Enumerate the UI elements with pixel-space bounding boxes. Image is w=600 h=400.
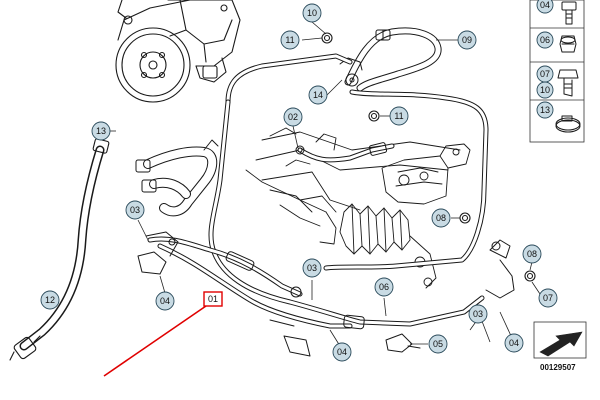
lower-hose-fittings	[225, 239, 515, 330]
arrow-icon	[539, 331, 583, 357]
hose-09	[344, 27, 442, 92]
callout-07[interactable]: 07	[538, 288, 558, 308]
legend-callout-13[interactable]: 13	[536, 101, 554, 119]
callout-label: 13	[96, 126, 106, 136]
callout-13[interactable]: 13	[91, 121, 111, 141]
callout-label: 11	[394, 111, 403, 121]
reference-box: 00129507	[533, 321, 587, 372]
callout-label: 08	[436, 213, 446, 223]
callout-03-center[interactable]: 03	[302, 258, 322, 278]
legend-label: 13	[540, 105, 550, 115]
callout-09[interactable]: 09	[457, 30, 477, 50]
callout-label: 14	[313, 90, 323, 100]
callout-label: 12	[45, 295, 55, 305]
steering-gear-and-subframe	[245, 127, 471, 289]
callout-04-right[interactable]: 04	[504, 333, 524, 353]
callout-11[interactable]: 11	[280, 30, 300, 50]
legend-callout-07[interactable]: 07	[536, 65, 554, 83]
highlighted-part-label[interactable]: 01	[203, 291, 223, 307]
callout-06[interactable]: 06	[374, 277, 394, 297]
legend-label: 10	[540, 85, 550, 95]
line-02-fittings	[295, 142, 388, 156]
callout-08[interactable]: 08	[431, 208, 451, 228]
reservoir-hose	[19, 145, 105, 351]
callout-12[interactable]: 12	[40, 290, 60, 310]
callout-14[interactable]: 14	[308, 85, 328, 105]
reference-number: 00129507	[540, 363, 576, 372]
callout-05[interactable]: 05	[428, 334, 448, 354]
highlighted-part-number: 01	[208, 294, 218, 304]
callout-04-bottom[interactable]: 04	[332, 342, 352, 362]
lower-hose-assembly	[147, 236, 353, 329]
callout-label: 05	[433, 339, 443, 349]
banjo-bolt-icon	[557, 69, 579, 97]
callout-label: 03	[473, 309, 483, 319]
callout-label: 04	[160, 296, 170, 306]
highlight-pointer-line	[103, 305, 207, 377]
callout-04[interactable]: 04	[155, 291, 175, 311]
callout-label: 08	[527, 249, 537, 259]
legend-label: 06	[540, 35, 550, 45]
callout-label: 03	[130, 205, 140, 215]
legend-callout-10[interactable]: 10	[536, 81, 554, 99]
return-line	[323, 89, 489, 271]
bolt-icon	[561, 1, 577, 25]
callout-02[interactable]: 02	[283, 107, 303, 127]
brackets	[137, 231, 421, 357]
legend-callout-06[interactable]: 06	[536, 31, 554, 49]
callout-label: 02	[288, 112, 298, 122]
callout-label: 10	[307, 8, 317, 18]
callout-label: 09	[462, 35, 472, 45]
callout-03-right[interactable]: 03	[468, 304, 488, 324]
callout-label: 11	[285, 35, 294, 45]
callout-label: 04	[509, 338, 519, 348]
hose-clamp-icon	[555, 115, 581, 133]
callout-label: 03	[307, 263, 317, 273]
power-steering-pump	[115, 0, 241, 103]
callout-08-right[interactable]: 08	[522, 244, 542, 264]
callout-label: 06	[379, 282, 389, 292]
callout-11-lower[interactable]: 11	[389, 106, 409, 126]
legend-label: 04	[540, 0, 550, 10]
callout-03[interactable]: 03	[125, 200, 145, 220]
reservoir-hose-fittings	[9, 138, 110, 361]
callout-label: 07	[543, 293, 553, 303]
parts-legend: 04 06 07 10 13	[529, 0, 585, 143]
callout-label: 04	[337, 347, 347, 357]
callout-10[interactable]: 10	[302, 3, 322, 23]
suction-hose-fittings	[135, 139, 219, 193]
suction-hoses	[143, 146, 218, 217]
nut-icon	[559, 35, 577, 53]
pressure-hose	[208, 53, 485, 327]
legend-label: 07	[540, 69, 550, 79]
line-02	[297, 143, 395, 163]
legend-callout-04[interactable]: 04	[536, 0, 554, 14]
